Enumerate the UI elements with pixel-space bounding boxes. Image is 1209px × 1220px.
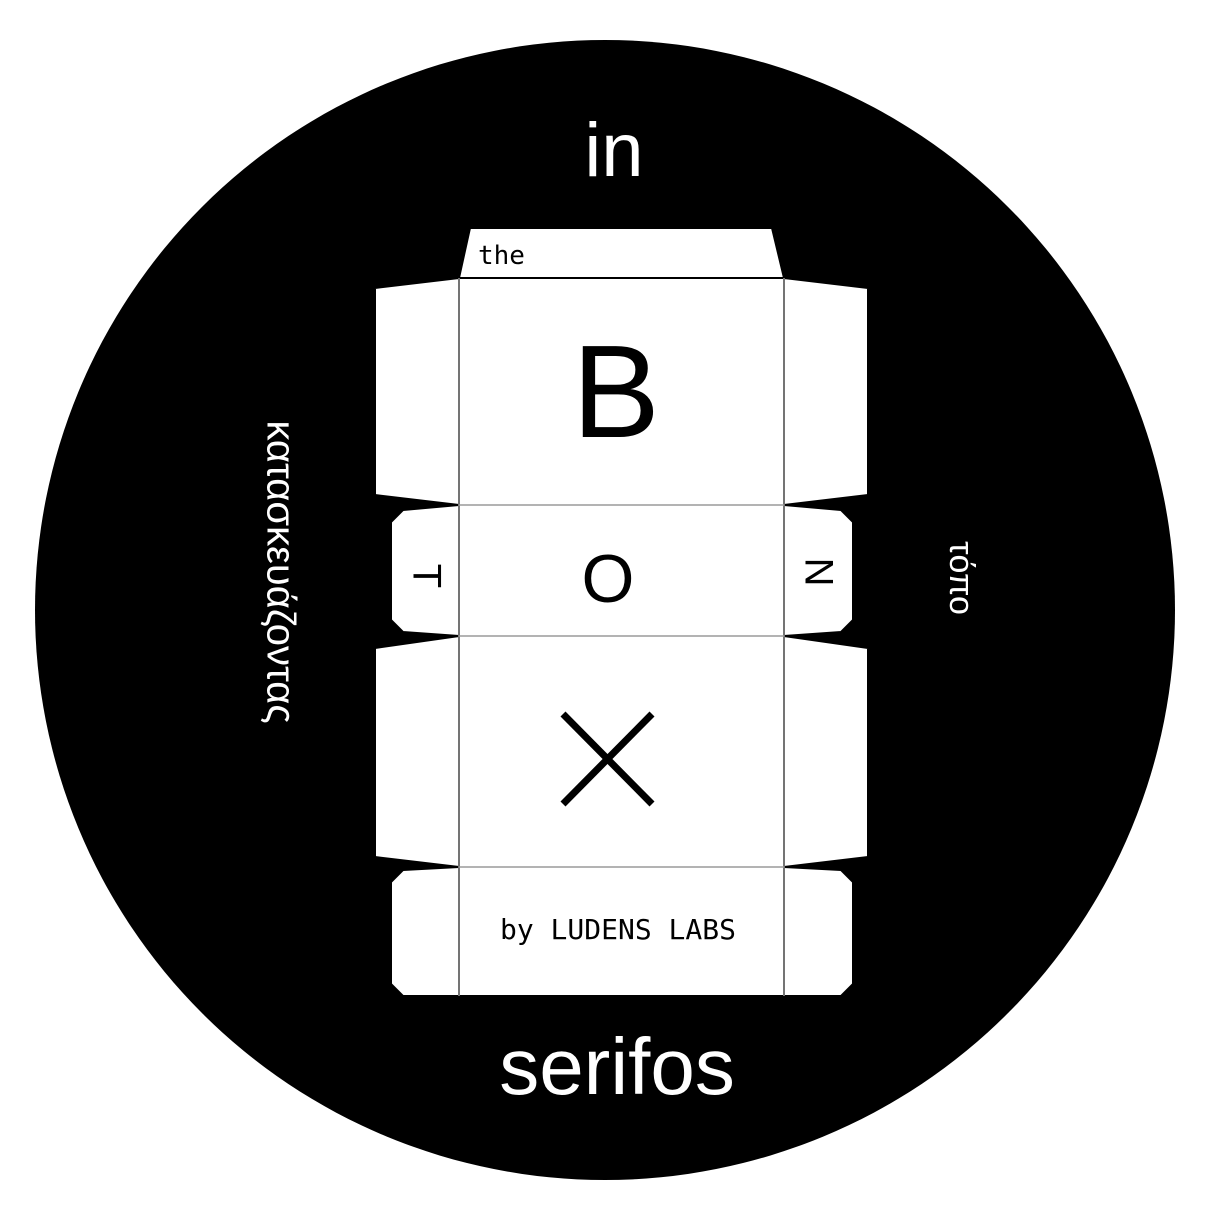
top-word: in	[584, 108, 643, 193]
side-left-letter: T	[404, 564, 448, 588]
upper-right-flap	[783, 276, 869, 507]
right-vertical-text: τόπο	[942, 541, 980, 615]
x-stroke	[560, 711, 655, 807]
upper-left-flap	[374, 276, 460, 507]
bottom-word: serifos	[499, 1022, 735, 1111]
letter-o: O	[582, 541, 635, 617]
left-vertical-text: κατασκευάζοντας	[258, 420, 302, 723]
lid-text: the	[478, 241, 525, 271]
lower-right-flap	[783, 634, 869, 869]
center-strip	[458, 277, 785, 997]
lower-left-flap	[374, 634, 460, 869]
x-cross-mark	[560, 711, 655, 807]
side-right-letter: N	[796, 558, 840, 587]
box-dieline	[374, 227, 869, 997]
letter-b: B	[572, 318, 660, 465]
fold-lines	[458, 278, 785, 996]
credit-text: by LUDENS LABS	[500, 913, 736, 946]
